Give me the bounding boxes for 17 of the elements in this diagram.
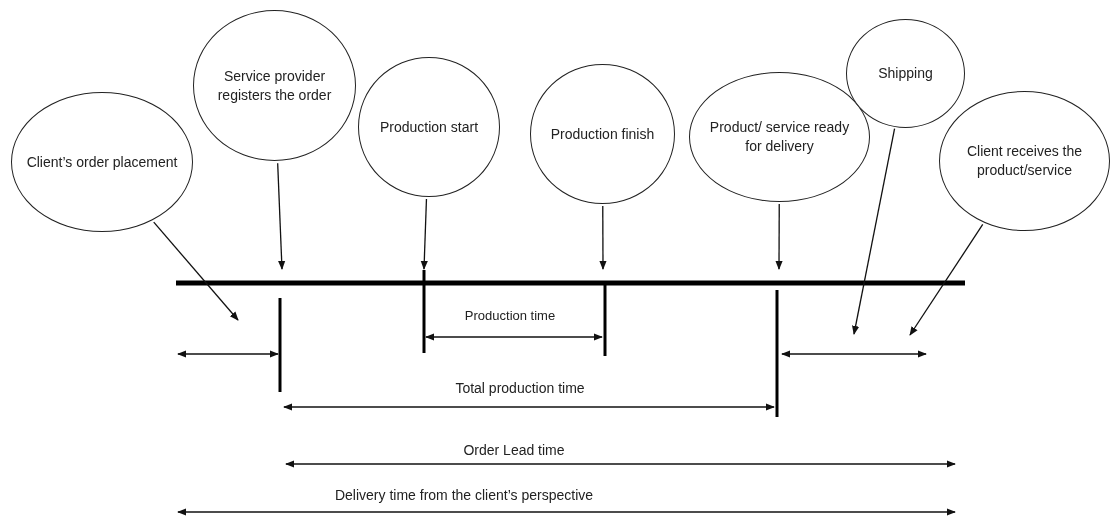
event-label: Service provider registers the order bbox=[216, 66, 333, 105]
arrow bbox=[909, 223, 984, 336]
duration-label: Order Lead time bbox=[461, 442, 567, 458]
arrow bbox=[852, 128, 896, 335]
arrow bbox=[277, 162, 286, 270]
arrow bbox=[420, 198, 428, 270]
arrow bbox=[599, 205, 607, 270]
duration-label: Production time bbox=[462, 308, 558, 323]
arrow bbox=[775, 203, 783, 270]
event-label: Shipping bbox=[877, 64, 934, 83]
event-label: Client’s order placement bbox=[25, 152, 179, 172]
event-label: Production finish bbox=[549, 124, 656, 144]
event-label: Product/ service ready for delivery bbox=[708, 118, 851, 156]
event-label: Production start bbox=[378, 117, 480, 137]
arrow bbox=[153, 221, 239, 321]
duration-label: Total production time bbox=[453, 380, 587, 396]
event-label: Client receives the product/service bbox=[965, 142, 1084, 180]
